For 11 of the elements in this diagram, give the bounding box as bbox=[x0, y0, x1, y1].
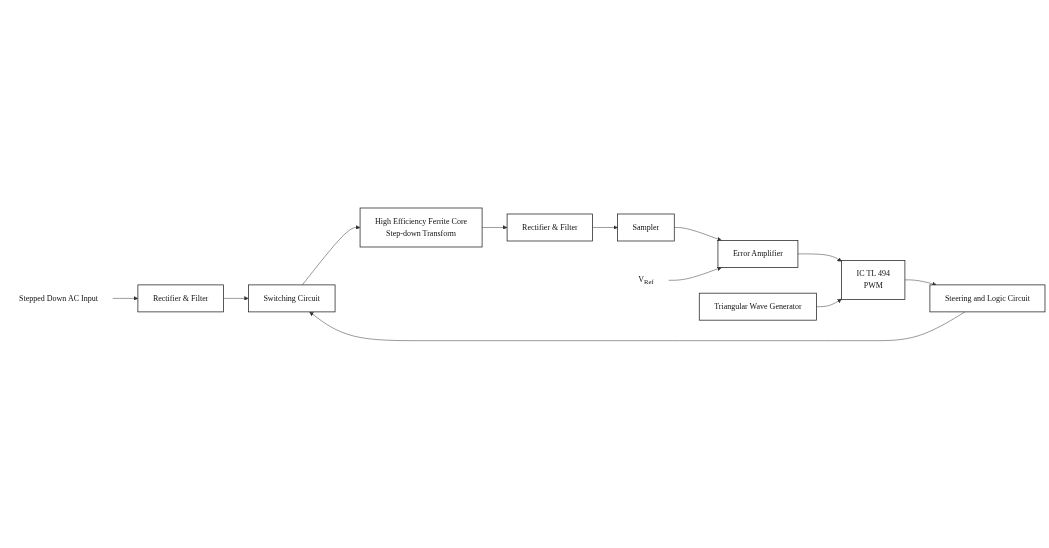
node-box: High Efficiency Ferrite Core Step-down Transform bbox=[359, 207, 483, 248]
node-box: Sampler bbox=[617, 213, 675, 242]
node-box: Rectifier & Filter bbox=[506, 213, 593, 242]
node-box: Error Amplifier bbox=[717, 239, 799, 268]
node-text: Stepped Down AC Input bbox=[19, 293, 98, 303]
node-box: Steering and Logic Circuit bbox=[929, 284, 1046, 312]
node-box: IC TL 494 PWM bbox=[841, 259, 906, 300]
node-box: Rectifier & Filter bbox=[137, 284, 224, 312]
node-box: Switching Circuit bbox=[248, 284, 336, 312]
node-box: Triangular Wave Generator bbox=[698, 292, 817, 321]
node-text: V$_{Ref}$ bbox=[638, 274, 654, 286]
